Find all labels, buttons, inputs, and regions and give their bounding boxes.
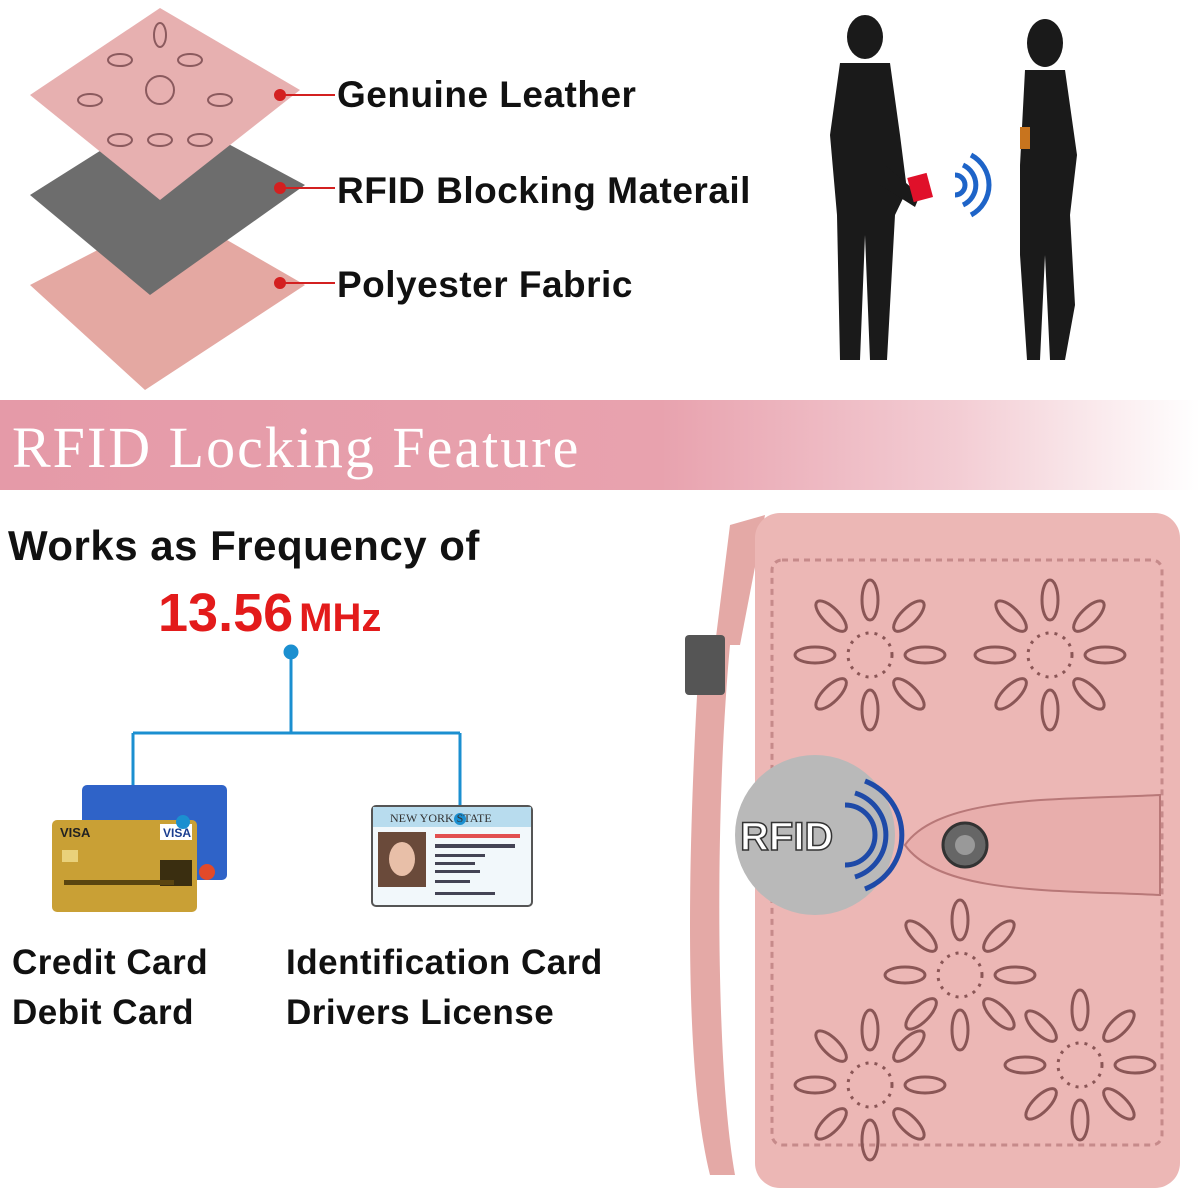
- wallet-cutout-petal: [793, 645, 837, 665]
- wallet-cutout-petal: [1083, 645, 1127, 665]
- wallet-cutout-petal: [973, 645, 1017, 665]
- wallet-cutout-petal: [892, 599, 926, 633]
- wallet-cutout-petal: [982, 919, 1016, 953]
- material-layers-illustration: [30, 8, 305, 390]
- wallet-cutout-petal: [814, 1107, 848, 1141]
- wallet-cutout-petal: [994, 599, 1028, 633]
- wallet-cutout-petal: [903, 1075, 947, 1095]
- wallet-cutout-petal: [860, 578, 880, 622]
- wallet-cutout-petal: [1070, 988, 1090, 1032]
- wallet-cutout-petal: [814, 677, 848, 711]
- wallet-cutout-petal: [860, 1008, 880, 1052]
- rfid-badge-text: RFID: [740, 815, 833, 859]
- wallet-cutout-petal: [1003, 1055, 1047, 1075]
- drivers-license-label: Drivers License: [286, 993, 555, 1032]
- layer-label-polyester: Polyester Fabric: [337, 264, 633, 305]
- wallet-cutout-petal: [1072, 677, 1106, 711]
- wallet-cutout-petal: [982, 997, 1016, 1031]
- wallet-cutout-petal: [892, 1107, 926, 1141]
- rfid-signal-icon: [844, 778, 905, 892]
- wallet-cutout-center: [846, 1061, 894, 1109]
- wallet-cutout-petal: [892, 677, 926, 711]
- layer-pointers: [274, 89, 335, 289]
- connector-diagram: [131, 644, 462, 823]
- id-card-image: NEW YORK STATE: [371, 805, 533, 907]
- frequency-unit: MHz: [299, 596, 382, 640]
- identification-card-label: Identification Card: [286, 943, 603, 982]
- wallet-cutout-petal: [883, 965, 927, 985]
- wallet-cutout-center: [846, 631, 894, 679]
- wallet-cutout-center: [936, 951, 984, 999]
- credit-card-label: Credit Card: [12, 943, 209, 982]
- wallet-cutout-petal: [860, 688, 880, 732]
- polyester-fabric-layer: [30, 210, 305, 390]
- wallet-cutout-petal: [814, 599, 848, 633]
- wallet-cutout-petal: [950, 1008, 970, 1052]
- wallet-cutout-petal: [904, 919, 938, 953]
- wallet-cutout-center: [1056, 1041, 1104, 1089]
- wallet-cutout-petal: [1113, 1055, 1157, 1075]
- banner-title: RFID Locking Feature: [12, 415, 581, 480]
- rfid-skimming-silhouettes: [830, 15, 1077, 360]
- wallet-image: RFID: [685, 513, 1180, 1188]
- wireless-signal-icon: [954, 152, 992, 218]
- wallet-cutout-petal: [1040, 688, 1060, 732]
- wallet-cutout-petal: [994, 677, 1028, 711]
- wallet-cutout-petal: [950, 898, 970, 942]
- rfid-blocking-layer: [30, 110, 305, 295]
- wallet-cutout-petal: [1102, 1009, 1136, 1043]
- wallet-cutout-petal: [860, 1118, 880, 1162]
- wallet-cutout-petal: [1040, 578, 1060, 622]
- wallet-cutout-petal: [892, 1029, 926, 1063]
- wallet-cutout-petal: [1070, 1098, 1090, 1142]
- feature-banner: RFID Locking Feature: [0, 400, 1200, 490]
- visa-logo-small: VISA: [163, 826, 191, 840]
- wallet-cutout-center: [1026, 631, 1074, 679]
- layer-label-leather: Genuine Leather: [337, 74, 637, 115]
- wallet-cutout-petal: [1102, 1087, 1136, 1121]
- wrist-strap: [690, 645, 735, 1175]
- credit-cards-image: VISA VISA: [52, 785, 227, 912]
- visa-logo: VISA: [60, 825, 91, 840]
- wallet-cutout-petal: [1024, 1009, 1058, 1043]
- wallet-clasp-strap: [903, 793, 1161, 897]
- wallet-cutout-petal: [793, 1075, 837, 1095]
- wallet-cutout-petal: [814, 1029, 848, 1063]
- wallet-cutout-petal: [903, 645, 947, 665]
- wallet-cutout-petal: [1024, 1087, 1058, 1121]
- connector-dot: [454, 813, 466, 825]
- wallet-cutout-petal: [993, 965, 1037, 985]
- frequency-number: 13.56: [158, 583, 294, 643]
- credit-card-in-hand: [907, 172, 934, 203]
- debit-card-label: Debit Card: [12, 993, 194, 1032]
- id-card-state-logo: NEW YORK STATE: [390, 811, 492, 825]
- frequency-heading: Works as Frequency of: [8, 522, 480, 569]
- layer-label-rfid: RFID Blocking Materail: [337, 170, 751, 211]
- wallet-cutout-petal: [1072, 599, 1106, 633]
- wallet-cutout-petal: [904, 997, 938, 1031]
